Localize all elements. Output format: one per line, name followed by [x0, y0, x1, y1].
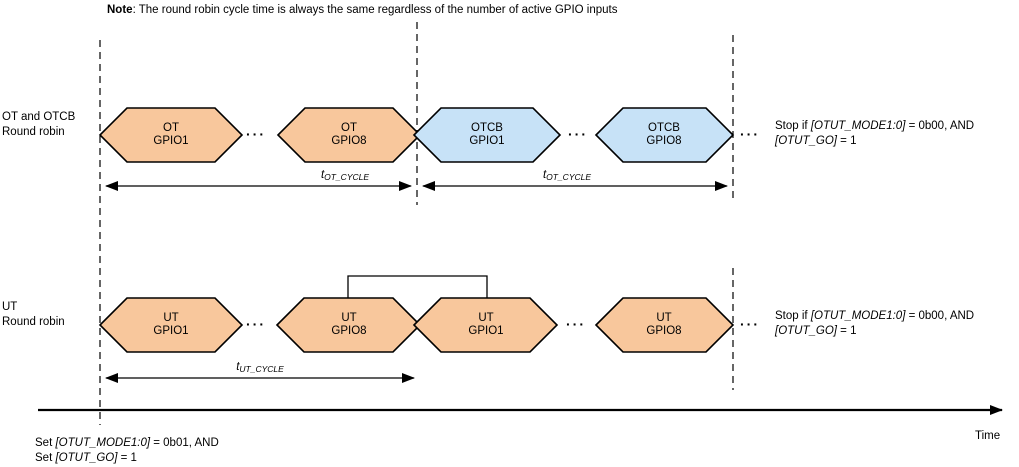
hexagon-otcb-gpio1 — [412, 107, 562, 163]
hex-label-otcb-gpio8: OTCB GPIO8 — [646, 122, 682, 147]
hex-label-ut-gpio8-a: UT GPIO8 — [331, 312, 367, 337]
hex-label-otcb-gpio1: OTCB GPIO1 — [469, 122, 505, 147]
time-axis-label: Time — [975, 430, 1001, 442]
stop-condition-top: Stop if [OTUT_MODE1:0] = 0b00, AND [OTUT… — [775, 120, 975, 147]
ot-cycle-time-label-2: tOT_CYCLE — [542, 169, 592, 182]
ellipsis-dots: ··· — [568, 126, 588, 142]
note-label: Note — [107, 4, 133, 16]
hex-label-ot-gpio1: OT GPIO1 — [153, 122, 189, 147]
hexagon-ut-gpio1-b — [412, 297, 559, 353]
hexagon-ot-gpio1 — [98, 107, 244, 163]
wraparound-connector — [347, 275, 488, 298]
ot-cycle-time-label-1: tOT_CYCLE — [320, 169, 370, 182]
hexagon-ut-gpio1-a — [98, 297, 244, 353]
hex-label-ut-gpio8-b: UT GPIO8 — [646, 312, 682, 337]
ellipsis-dots: ··· — [740, 126, 760, 142]
ellipsis-dots: ··· — [740, 316, 760, 332]
row-label-ut: UT Round robin — [2, 300, 65, 329]
hex-label-ut-gpio1-b: UT GPIO1 — [468, 312, 504, 337]
hex-label-ut-gpio1-a: UT GPIO1 — [153, 312, 189, 337]
ellipsis-dots: ··· — [566, 316, 586, 332]
row-label-line1: UT — [2, 301, 18, 313]
hexagon-otcb-gpio8 — [594, 107, 735, 163]
row-label-ot-otcb: OT and OTCB Round robin — [2, 110, 75, 139]
hex-label-ot-gpio8: OT GPIO8 — [331, 122, 367, 147]
ellipsis-dots: ··· — [246, 126, 266, 142]
stop-condition-bottom: Stop if [OTUT_MODE1:0] = 0b00, AND [OTUT… — [775, 310, 975, 337]
note-text: Note: The round robin cycle time is alwa… — [107, 3, 618, 18]
note-body: : The round robin cycle time is always t… — [132, 4, 618, 16]
row-label-line2: Round robin — [2, 315, 65, 328]
hexagon-ut-gpio8-b — [594, 297, 735, 353]
ellipsis-dots: ··· — [246, 316, 266, 332]
start-condition: Set [OTUT_MODE1:0] = 0b01, AND Set [OTUT… — [35, 437, 219, 464]
ut-cycle-time-label: tUT_CYCLE — [236, 361, 284, 374]
row-label-line1: OT and OTCB — [2, 111, 76, 123]
row-label-line2: Round robin — [2, 125, 65, 138]
